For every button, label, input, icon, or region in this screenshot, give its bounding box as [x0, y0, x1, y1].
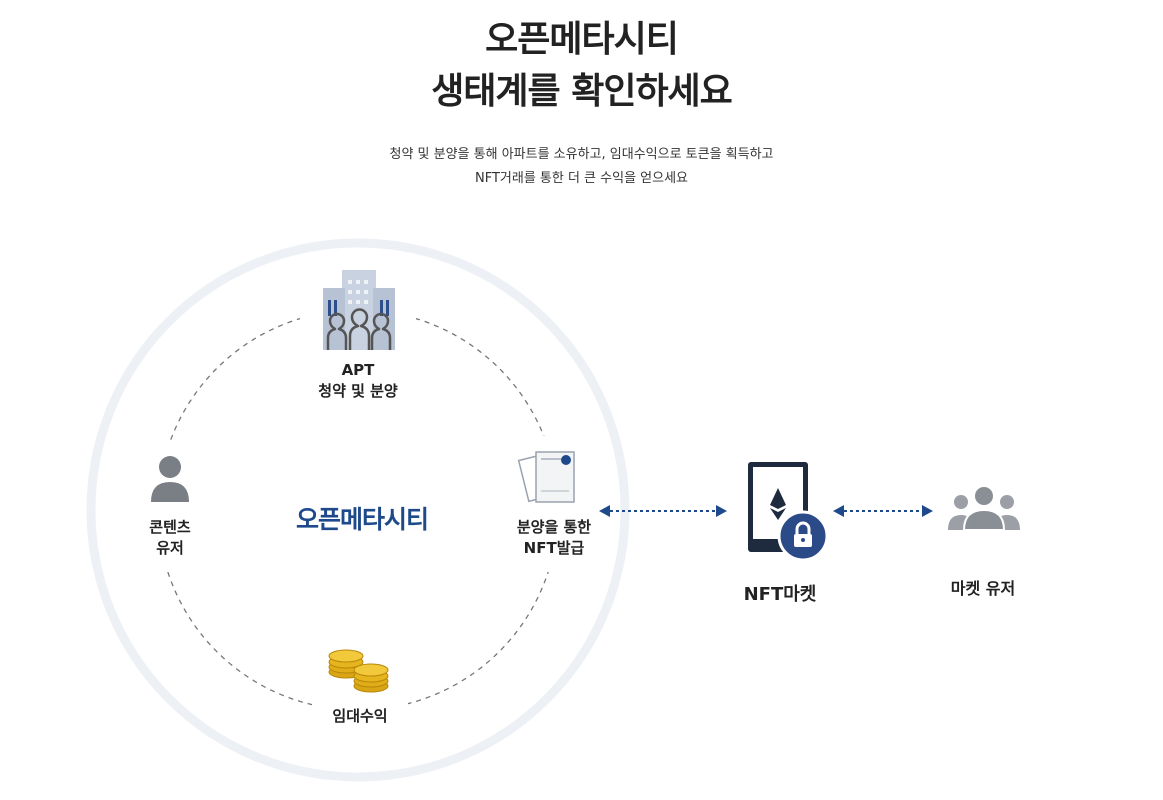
apartment-building-icon	[323, 270, 395, 350]
content-user-label-line-2: 유저	[156, 539, 184, 557]
double-arrow-icon	[599, 505, 727, 517]
apt-label-line-1: APT	[341, 361, 375, 379]
rent-income-label: 임대수익	[332, 707, 388, 725]
nft-issue-label: 분양을 통한 NFT발급	[496, 517, 612, 559]
content-user-label: 콘텐츠 유저	[120, 517, 220, 559]
market-user-label: 마켓 유저	[950, 579, 1016, 598]
phone-lock-ethereum-icon	[748, 462, 829, 562]
nft-issue-label-line-2: NFT발급	[523, 539, 585, 557]
description-line-2: NFT거래를 통한 더 큰 수익을 얻으세요	[474, 171, 689, 186]
person-icon	[151, 456, 189, 502]
page-title: 오픈메타시티 생태계를 확인하세요	[0, 14, 1163, 118]
nft-market-label: NFT마켓	[743, 584, 817, 605]
page-description: 청약 및 분양을 통해 아파트를 소유하고, 임대수익으로 토큰을 획득하고 N…	[0, 143, 1163, 191]
apt-label: APT 청약 및 분양	[298, 360, 418, 402]
title-line-1: 오픈메타시티	[485, 19, 679, 60]
content-user-label-line-1: 콘텐츠	[149, 518, 191, 536]
apt-label-line-2: 청약 및 분양	[318, 382, 398, 400]
nft-issue-label-line-1: 분양을 통한	[516, 518, 592, 536]
user-group-icon	[948, 485, 1020, 531]
title-line-2: 생태계를 확인하세요	[431, 71, 733, 112]
coins-icon	[328, 649, 389, 693]
description-line-1: 청약 및 분양을 통해 아파트를 소유하고, 임대수익으로 토큰을 획득하고	[389, 147, 774, 162]
nft-document-icon	[517, 451, 575, 503]
ecosystem-center-label: 오픈메타시티	[295, 505, 429, 534]
double-arrow-icon	[833, 505, 933, 517]
